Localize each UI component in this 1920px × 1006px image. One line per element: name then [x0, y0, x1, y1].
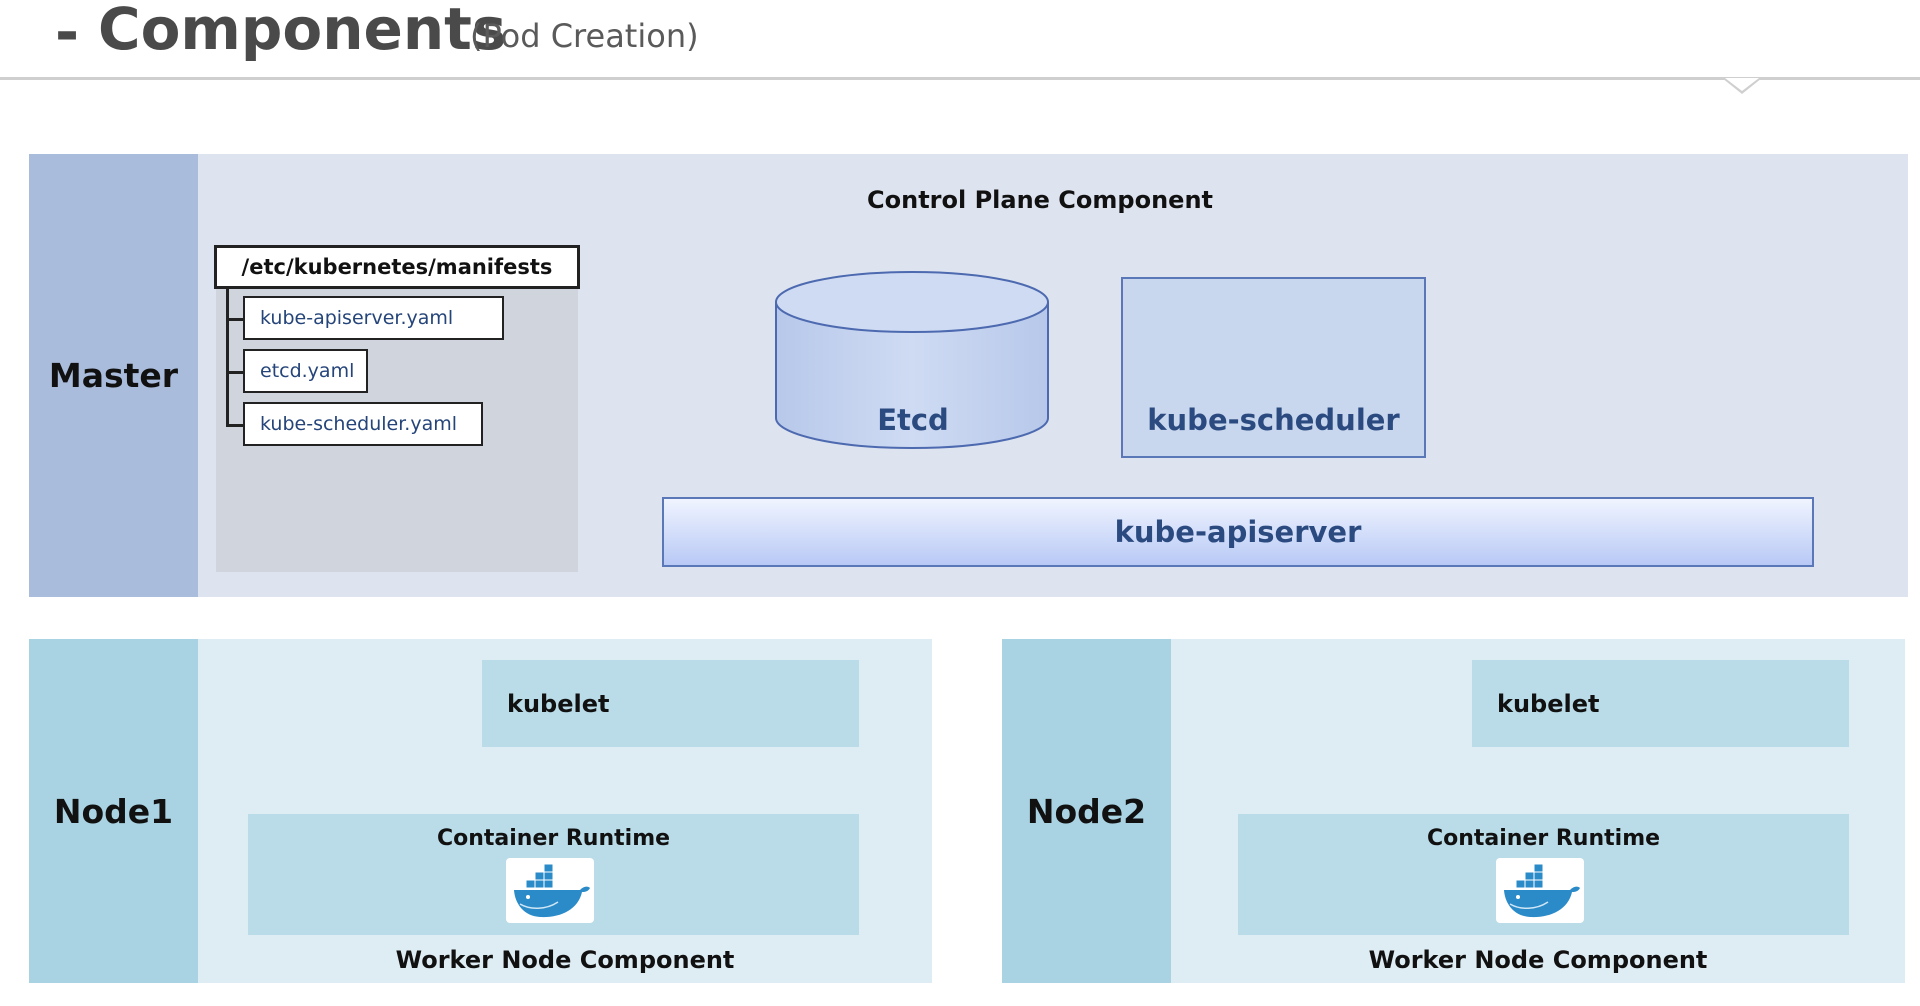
docker-whale-icon	[506, 858, 594, 923]
kube-scheduler-box	[1121, 277, 1426, 458]
tree-branch	[226, 371, 244, 374]
manifests-path: /etc/kubernetes/manifests	[214, 245, 580, 289]
manifest-file-etcd: etcd.yaml	[243, 349, 368, 393]
control-plane-label: Control Plane Component	[867, 186, 1213, 214]
tree-branch	[226, 424, 244, 427]
manifest-file-scheduler: kube-scheduler.yaml	[243, 402, 483, 446]
node1-container-runtime-label: Container Runtime	[436, 826, 671, 851]
manifest-file-apiserver: kube-apiserver.yaml	[243, 296, 504, 340]
node2-worker-node-label: Worker Node Component	[1368, 946, 1708, 974]
title-dash: -	[55, 0, 80, 66]
header-notch-inner	[1725, 78, 1759, 91]
node2-container-runtime-label: Container Runtime	[1426, 826, 1661, 851]
etcd-cylinder-icon	[775, 271, 1049, 449]
kube-apiserver-box: kube-apiserver	[662, 497, 1814, 567]
header-divider	[0, 77, 1920, 80]
node1-kubelet-box: kubelet	[482, 660, 859, 747]
tree-branch	[226, 318, 244, 321]
node2-label: Node2	[1002, 639, 1171, 983]
etcd-label: Etcd	[877, 403, 949, 437]
master-label: Master	[29, 154, 198, 597]
node1-label: Node1	[29, 639, 198, 983]
page-title: Components	[98, 0, 507, 63]
node1-worker-node-label: Worker Node Component	[395, 946, 735, 974]
node2-kubelet-box: kubelet	[1472, 660, 1849, 747]
page-subtitle: (Pod Creation)	[470, 17, 699, 55]
docker-whale-icon	[1496, 858, 1584, 923]
kube-scheduler-label: kube-scheduler	[1147, 403, 1400, 437]
tree-connector	[226, 288, 229, 427]
